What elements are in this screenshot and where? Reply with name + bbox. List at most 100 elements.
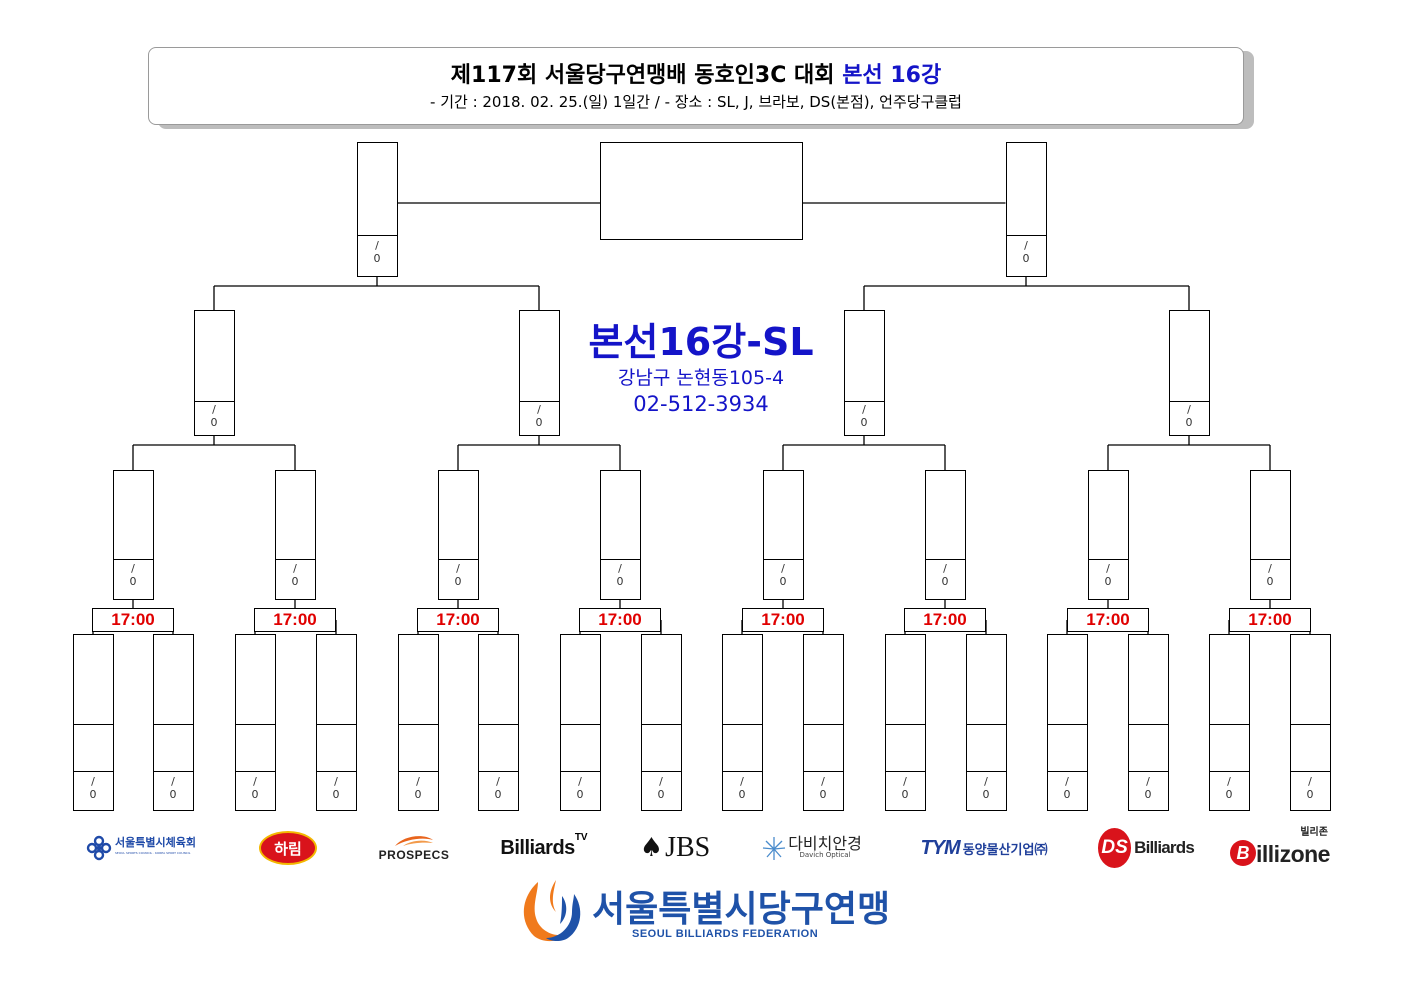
sponsor-name: Billiards — [1134, 838, 1195, 857]
match-score: /0 — [454, 562, 462, 588]
slot-divider — [966, 724, 1006, 725]
player-slot-r16-1: /0 — [72, 634, 114, 811]
slot-divider — [885, 771, 925, 772]
match-score: /0 — [169, 775, 177, 801]
federation-name-ko: 서울특별시당구연맹 — [592, 889, 891, 930]
match-score: /0 — [738, 775, 746, 801]
federation-flame-icon — [523, 880, 581, 942]
player-slot-r8-3: /0 — [437, 470, 479, 600]
tournament-period-venue: - 기간 : 2018. 02. 25.(일) 1일간 / - 장소 : SL,… — [430, 93, 962, 111]
slot-divider — [398, 771, 438, 772]
match-score: /0 — [291, 562, 299, 588]
player-slot-r16-15: /0 — [1208, 634, 1250, 811]
slot-divider — [1128, 724, 1168, 725]
match-score: /0 — [494, 775, 502, 801]
harim-badge-icon: 하림 — [259, 831, 317, 865]
player-slot-r4-2: /0 — [518, 310, 560, 436]
match-score: /0 — [1063, 775, 1071, 801]
player-slot-r16-8: /0 — [640, 634, 682, 811]
slot-divider — [803, 771, 843, 772]
match-score: /0 — [1306, 775, 1314, 801]
sponsor-tym: TYM 동양물산기업㈜ — [906, 828, 1062, 868]
slot-divider — [235, 771, 275, 772]
billizone-korean: 빌리존 — [1300, 826, 1328, 838]
slot-divider — [398, 724, 438, 725]
player-slot-r8-1: /0 — [112, 470, 154, 600]
title-round: 본선 16강 — [842, 63, 942, 88]
venue-info: 본선16강-SL 강남구 논현동105-4 02-512-3934 — [560, 318, 842, 418]
match-score: /0 — [210, 403, 218, 429]
slot-divider — [478, 724, 518, 725]
slot-divider — [1169, 401, 1209, 402]
slot-divider — [73, 771, 113, 772]
match-score: /0 — [1144, 775, 1152, 801]
match-time-box: 17:00 — [92, 608, 174, 632]
slot-divider — [235, 724, 275, 725]
slot-divider — [478, 771, 518, 772]
tym-logo: TYM — [920, 836, 961, 859]
slot-divider — [722, 724, 762, 725]
slot-divider — [275, 559, 315, 560]
sponsor-davich: 다비치안경 Davich Optical — [752, 828, 872, 868]
player-slot-r16-12: /0 — [965, 634, 1007, 811]
match-score: /0 — [819, 775, 827, 801]
starburst-icon — [763, 837, 786, 860]
match-score: /0 — [657, 775, 665, 801]
slot-divider — [153, 724, 193, 725]
match-score: /0 — [860, 403, 868, 429]
match-score: /0 — [535, 403, 543, 429]
slot-divider — [316, 771, 356, 772]
player-slot-r8-2: /0 — [274, 470, 316, 600]
match-score: /0 — [1266, 562, 1274, 588]
match-time-box: 17:00 — [1067, 608, 1149, 632]
federation-name-en: SEOUL BILLIARDS FEDERATION — [632, 928, 819, 940]
match-score: /0 — [89, 775, 97, 801]
slot-divider — [438, 559, 478, 560]
match-score: /0 — [982, 775, 990, 801]
flower-emblem-icon — [86, 835, 112, 861]
slot-divider — [1047, 771, 1087, 772]
player-slot-r16-2: /0 — [152, 634, 194, 811]
slot-divider — [641, 771, 681, 772]
match-time-box: 17:00 — [579, 608, 661, 632]
slot-divider — [722, 771, 762, 772]
federation-logo: 서울특별시당구연맹 SEOUL BILLIARDS FEDERATION — [516, 876, 890, 946]
billizone-mark: B — [1236, 842, 1250, 863]
slot-divider — [885, 724, 925, 725]
match-score: /0 — [129, 562, 137, 588]
match-score: /0 — [332, 775, 340, 801]
match-score: /0 — [373, 239, 381, 265]
slot-divider — [1209, 724, 1249, 725]
venue-name: 본선16강-SL — [588, 320, 814, 364]
player-slot-r8-8: /0 — [1249, 470, 1291, 600]
match-score: /0 — [1104, 562, 1112, 588]
slot-divider — [1047, 724, 1087, 725]
prospecs-swoosh-icon — [395, 836, 433, 846]
match-score: /0 — [901, 775, 909, 801]
slot-divider — [1209, 771, 1249, 772]
sponsor-ds-billiards: DS Billiards — [1098, 828, 1195, 868]
sponsor-prospecs: PROSPECS — [370, 828, 458, 868]
match-score: /0 — [1225, 775, 1233, 801]
slot-divider — [153, 771, 193, 772]
match-time-box: 17:00 — [742, 608, 824, 632]
player-slot-r16-9: /0 — [721, 634, 763, 811]
slot-divider — [73, 724, 113, 725]
slot-divider — [357, 235, 397, 236]
slot-divider — [966, 771, 1006, 772]
player-slot-r16-3: /0 — [234, 634, 276, 811]
slot-divider — [560, 724, 600, 725]
venue-address: 강남구 논현동105-4 — [617, 367, 785, 389]
slot-divider — [844, 401, 884, 402]
player-slot-r16-13: /0 — [1046, 634, 1088, 811]
slot-divider — [560, 771, 600, 772]
sponsor-name: 서울특별시체육회 — [115, 836, 196, 849]
match-time-box: 17:00 — [417, 608, 499, 632]
sponsor-name: Billiards — [500, 836, 575, 859]
sponsor-name: 동양물산기업㈜ — [962, 842, 1048, 858]
slot-divider — [194, 401, 234, 402]
final-winner-box — [600, 142, 803, 240]
match-score: /0 — [1022, 239, 1030, 265]
match-score: /0 — [251, 775, 259, 801]
slot-divider — [803, 724, 843, 725]
